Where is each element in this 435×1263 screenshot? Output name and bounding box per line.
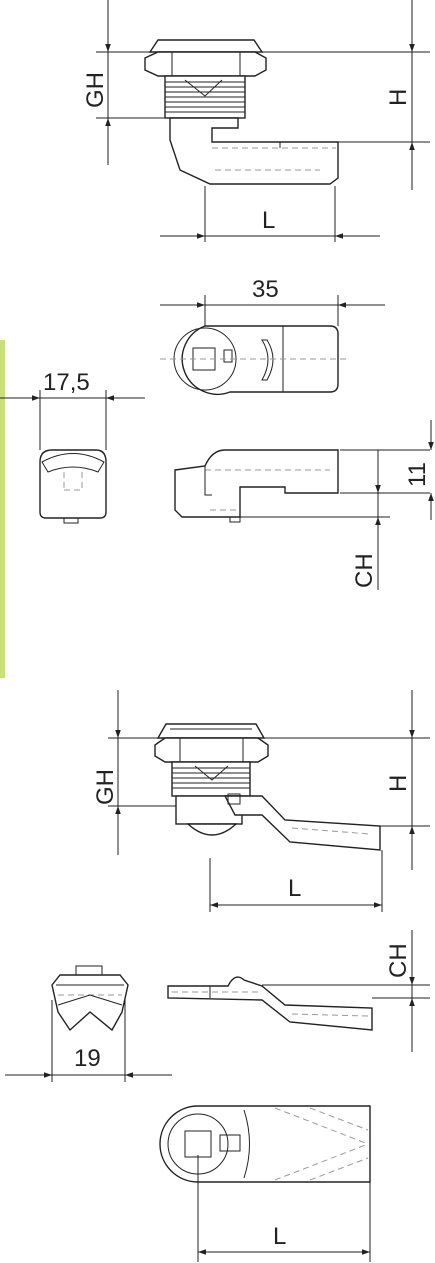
ch-label-2: CH: [385, 943, 412, 978]
dimension-ch-2: CH: [262, 930, 430, 1052]
l-label-3: L: [273, 1223, 286, 1250]
dimension-gh-2: GH: [92, 690, 176, 855]
l-label-1: L: [262, 207, 275, 234]
lock-side-view-1: [144, 39, 339, 185]
cam-top-view: [160, 325, 350, 395]
l-label-2: L: [288, 875, 301, 902]
dimension-19: 19: [5, 1000, 172, 1082]
cam-side-view-2: [167, 976, 373, 1031]
dim-35-label: 35: [252, 276, 279, 303]
dimension-l-2: L: [209, 850, 383, 912]
dimension-h-2: H: [264, 690, 430, 870]
cam-side-view: [174, 449, 339, 523]
dimension-gh-1: GH: [82, 0, 165, 165]
h-label-1: H: [385, 89, 412, 106]
cam-end-view: [39, 449, 107, 524]
ch-label-1: CH: [351, 553, 378, 588]
dim-19-label: 19: [74, 1045, 101, 1072]
dimension-l-1: L: [160, 186, 380, 242]
dim-17-5-label: 17,5: [43, 369, 90, 396]
cam-top-view-2: [159, 1105, 371, 1183]
gh-label-2: GH: [92, 769, 119, 805]
dim-11-label: 11: [404, 462, 431, 487]
lock-side-view-2: [154, 723, 381, 851]
cam-end-view-2: [51, 965, 129, 1032]
dimension-11: 11: [340, 420, 434, 520]
dimension-35: 35: [160, 276, 385, 326]
gh-label-1: GH: [82, 72, 109, 108]
accent-bar: [0, 340, 5, 678]
dimension-l-3: L: [197, 1155, 371, 1262]
dimension-ch-1: CH: [240, 450, 390, 590]
dimension-17-5: 17,5: [0, 369, 145, 450]
h-label-2: H: [385, 775, 412, 792]
dimension-h-1: H: [262, 0, 430, 190]
